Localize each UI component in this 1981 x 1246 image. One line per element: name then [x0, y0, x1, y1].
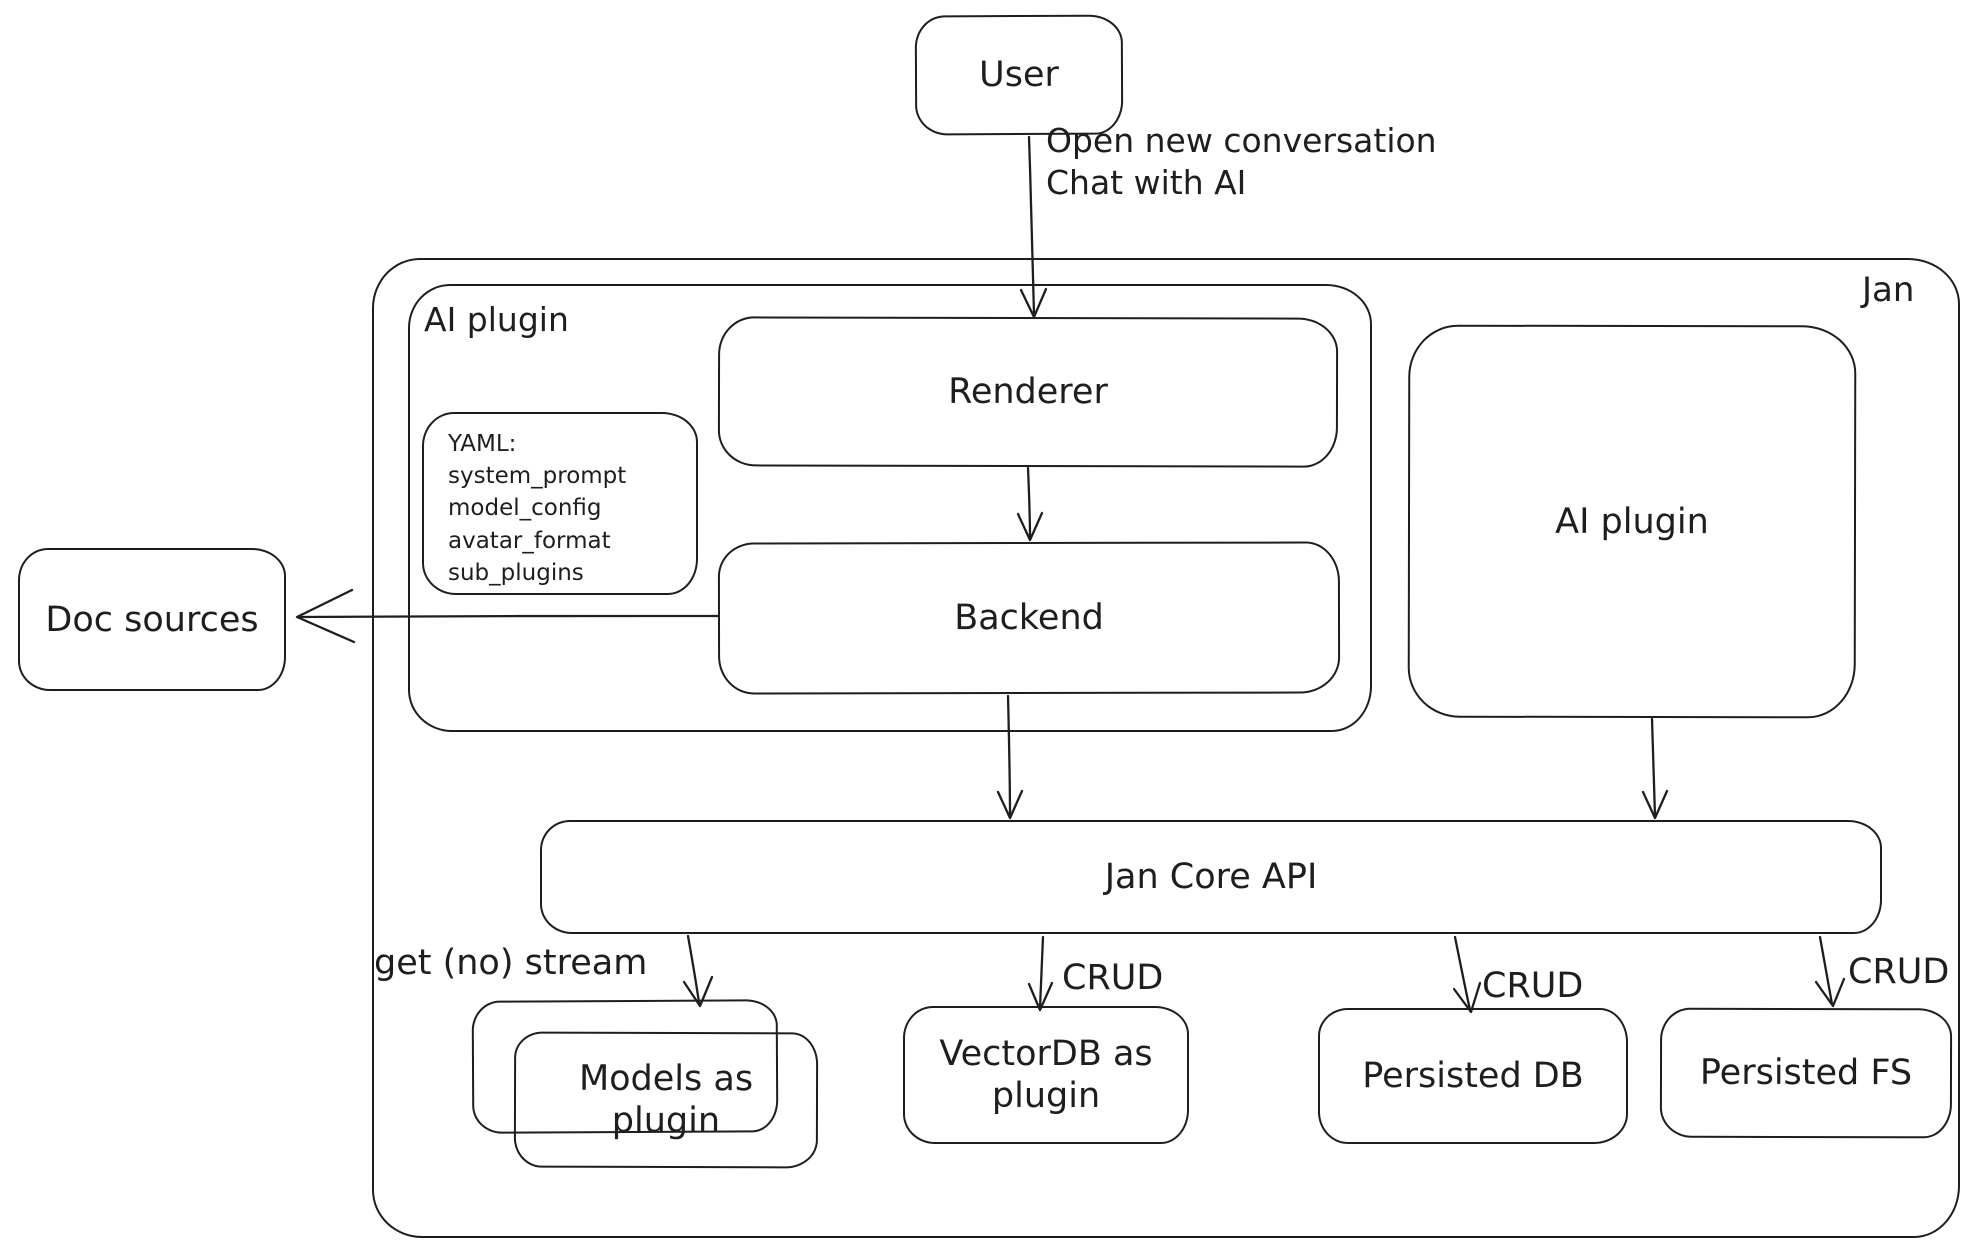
arrow-user-to-renderer[interactable] [1019, 135, 1048, 319]
arrow-core-to-vectordb-plugin[interactable] [1027, 935, 1054, 1012]
node-doc-sources-label: Doc sources [45, 599, 259, 640]
edge-label-user-to-renderer: Open new conversation Chat with AI [1046, 120, 1437, 204]
ai-plugin-group-label: AI plugin [424, 300, 569, 339]
node-jan-container[interactable] [372, 258, 1960, 1238]
node-yaml-note[interactable]: YAML: system_prompt model_config avatar_… [422, 412, 698, 595]
edge-label-crud-vectordb: CRUD [1062, 958, 1164, 998]
arrow-backend-to-jan-core-api[interactable] [996, 694, 1024, 820]
arrow-renderer-to-backend[interactable] [1016, 466, 1044, 542]
yaml-line: system_prompt [448, 463, 627, 490]
arrow-backend-to-doc-sources[interactable] [295, 588, 720, 644]
node-jan-core-api[interactable]: Jan Core API [540, 820, 1882, 934]
yaml-note-text: YAML: system_prompt model_config avatar_… [448, 428, 626, 589]
node-vectordb-plugin-label: VectorDB as plugin [939, 1034, 1153, 1116]
node-doc-sources[interactable]: Doc sources [18, 548, 286, 691]
arrow-core-to-persisted-db[interactable] [1452, 935, 1482, 1014]
yaml-line: avatar_format [448, 527, 611, 554]
node-ai-plugin-group[interactable] [408, 284, 1372, 732]
edge-label-line: Open new conversation [1046, 121, 1437, 160]
jan-container-label: Jan [1862, 270, 1915, 310]
node-persisted-db-label: Persisted DB [1362, 1056, 1584, 1096]
arrow-core-to-models-plugin[interactable] [682, 934, 714, 1008]
edge-label-crud-persisted-fs: CRUD [1848, 952, 1950, 992]
yaml-line: model_config [448, 495, 602, 522]
node-jan-core-api-label: Jan Core API [1104, 857, 1318, 897]
edge-label-get-no-stream: get (no) stream [374, 943, 648, 983]
node-vectordb-plugin[interactable]: VectorDB as plugin [903, 1006, 1189, 1144]
yaml-line: sub_plugins [448, 559, 584, 586]
yaml-line: YAML: [448, 431, 517, 457]
arrow-core-to-persisted-fs[interactable] [1814, 935, 1846, 1008]
edge-label-crud-persisted-db: CRUD [1482, 966, 1584, 1006]
edge-label-line: Chat with AI [1046, 163, 1247, 203]
arrow-ai-plugin-to-jan-core-api[interactable] [1641, 717, 1669, 820]
